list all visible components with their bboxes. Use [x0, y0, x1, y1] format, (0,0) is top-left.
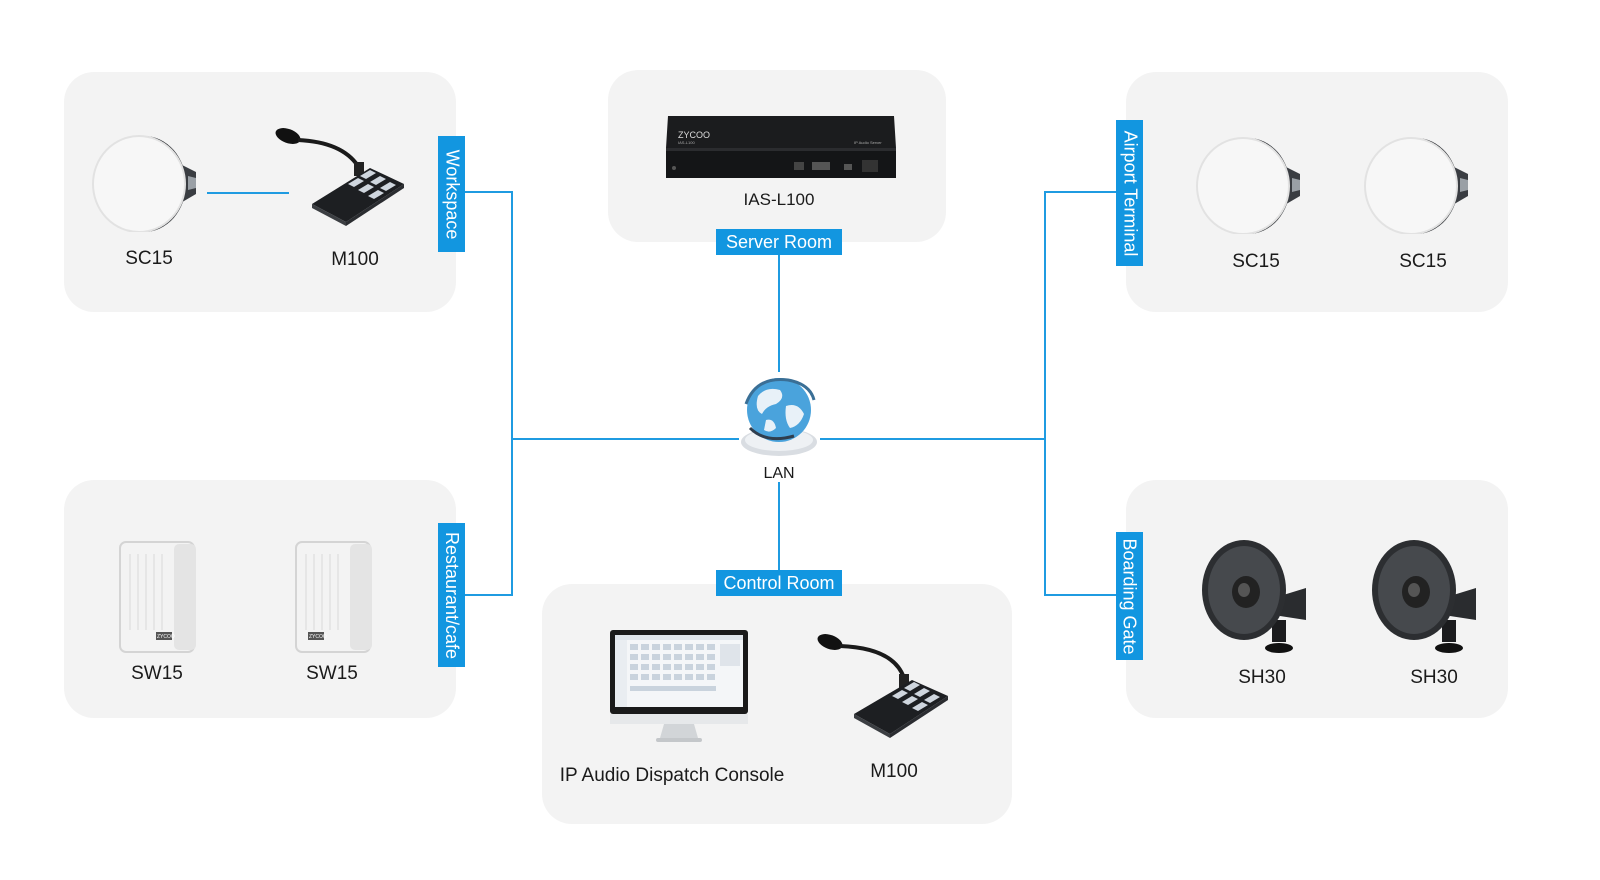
wire-server-to-lan	[778, 254, 780, 372]
wire-lan-to-right	[820, 438, 1046, 440]
device-label-gate-horn-1: SH30	[1238, 667, 1286, 688]
zone-tag-restaurant: Restaurant/cafe	[438, 523, 465, 667]
wire-left-to-lan	[511, 438, 739, 440]
ceiling-speaker-icon	[92, 135, 196, 232]
zone-tag-airport-terminal: Airport Terminal	[1116, 120, 1143, 266]
wire-workspace-local	[207, 192, 289, 194]
lan-globe-icon	[741, 378, 817, 456]
device-label-console: IP Audio Dispatch Console	[559, 765, 785, 786]
paging-microphone-icon	[817, 634, 948, 738]
server-logo: ZYCOO	[678, 130, 710, 140]
dispatch-console-monitor-icon	[610, 630, 748, 742]
device-label-workspace-mic: M100	[331, 249, 379, 270]
wire-right-trunk	[1044, 191, 1046, 596]
wire-lan-to-control	[778, 482, 780, 572]
zone-tag-server-room: Server Room	[716, 229, 842, 255]
device-label-restaurant-speaker-2: SW15	[306, 663, 358, 684]
speaker-badge: ZYCOO	[309, 634, 327, 640]
wall-speaker-icon: ZYCOO	[119, 541, 196, 653]
wall-speaker-icon: ZYCOO	[295, 541, 372, 653]
horn-speaker-icon	[1202, 540, 1306, 653]
zone-tag-control-room: Control Room	[716, 570, 842, 596]
zone-tag-boarding-gate: Boarding Gate	[1116, 532, 1143, 660]
ceiling-speaker-icon	[1196, 137, 1300, 234]
zone-tag-workspace: Workspace	[438, 136, 465, 252]
device-label-control-mic: M100	[870, 761, 918, 782]
wire-left-trunk	[511, 191, 513, 596]
speaker-badge: ZYCOO	[157, 634, 175, 640]
server-caption: IP Audio Server	[854, 140, 882, 145]
device-label-workspace-speaker: SC15	[125, 248, 173, 269]
device-label-airport-speaker-1: SC15	[1232, 251, 1280, 272]
server-model-plate: IAS-L100	[678, 140, 695, 145]
device-label-server: IAS-L100	[743, 190, 815, 209]
audio-server-icon: ZYCOO IAS-L100 IP Audio Server	[666, 116, 896, 178]
device-label-gate-horn-2: SH30	[1410, 667, 1458, 688]
paging-microphone-icon	[275, 128, 404, 226]
wire-workspace-stub	[465, 191, 513, 193]
device-label-restaurant-speaker-1: SW15	[131, 663, 183, 684]
wire-gate-stub	[1044, 594, 1118, 596]
horn-speaker-icon	[1372, 540, 1476, 653]
ceiling-speaker-icon	[1364, 137, 1468, 234]
device-label-airport-speaker-2: SC15	[1399, 251, 1447, 272]
wire-airport-stub	[1044, 191, 1118, 193]
device-label-lan: LAN	[763, 465, 795, 482]
wire-restaurant-stub	[465, 594, 513, 596]
